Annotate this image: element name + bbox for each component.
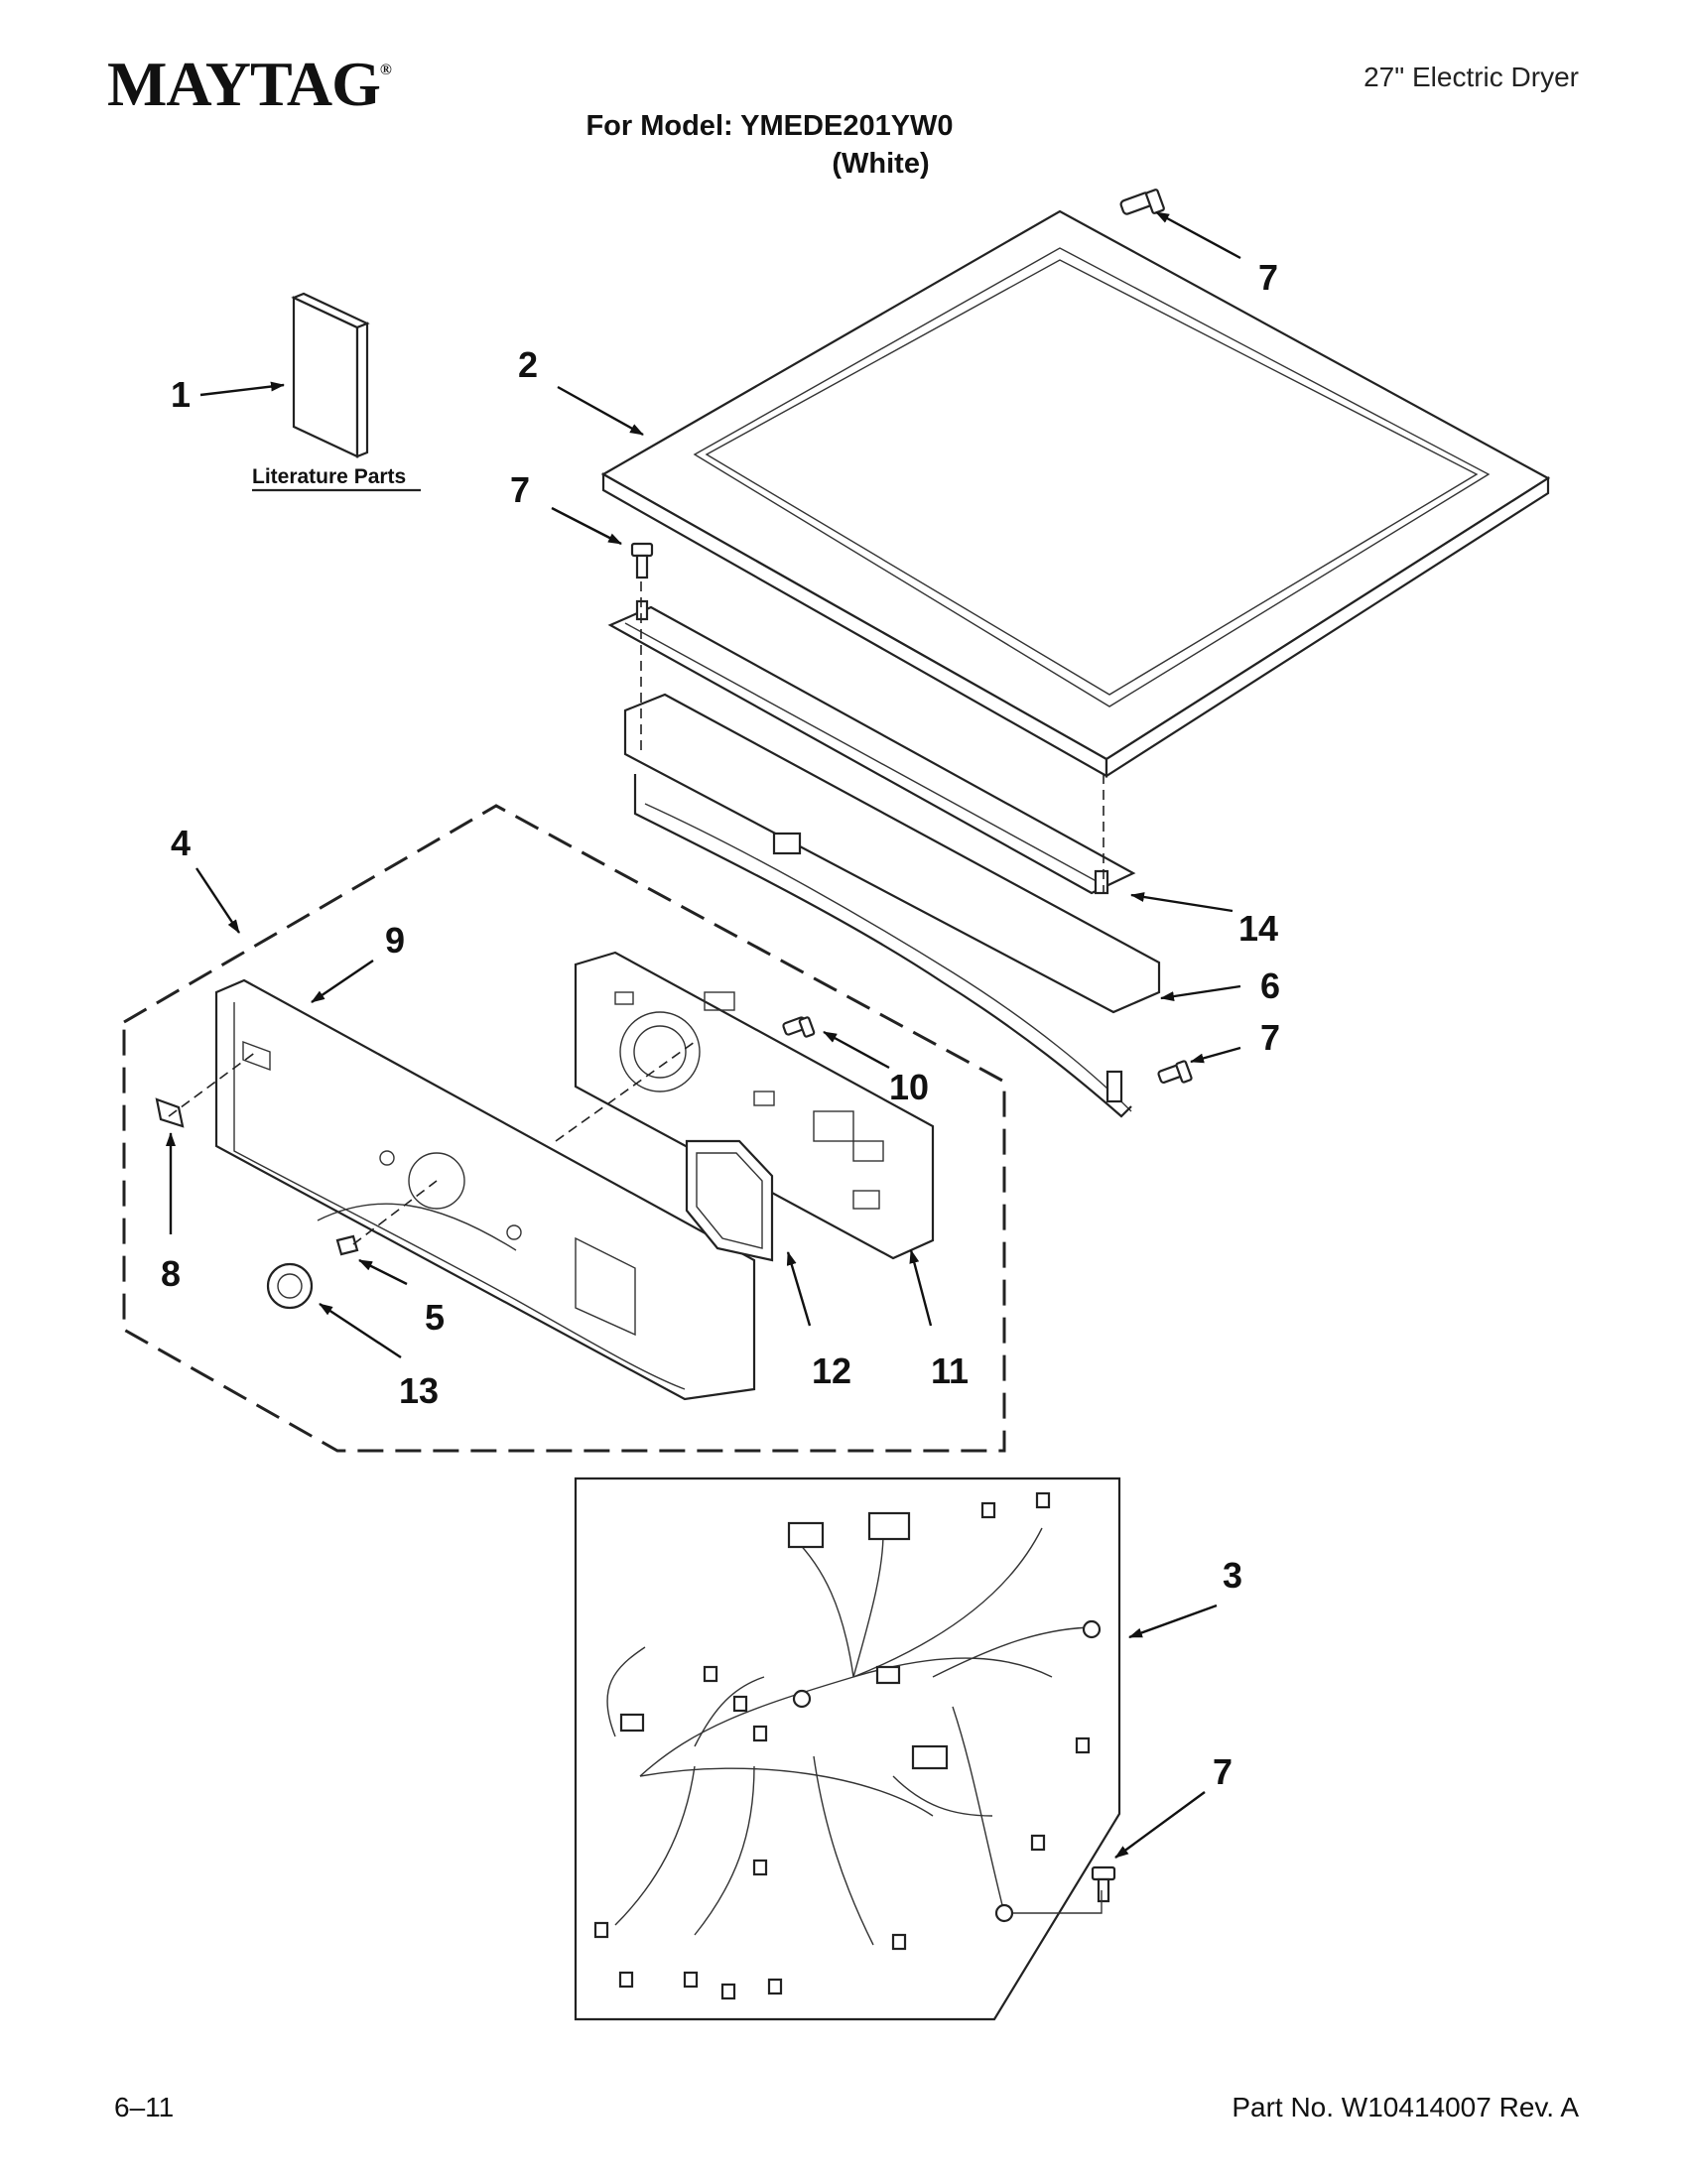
wire-harness-box [574, 1477, 1121, 2021]
callout-5: 5 [425, 1297, 445, 1338]
screw-bottom-right [1091, 1865, 1116, 1903]
button-5 [335, 1234, 359, 1256]
leader-10 [823, 1030, 890, 1070]
registered-mark: ® [379, 62, 392, 78]
leader-11 [909, 1249, 933, 1327]
callout-14: 14 [1238, 908, 1278, 949]
align-line-board [555, 1041, 696, 1142]
callout-6: 6 [1260, 965, 1280, 1006]
product-title: 27" Electric Dryer [1363, 62, 1579, 92]
callout-1: 1 [171, 374, 191, 415]
brand-name: MAYTAG [107, 49, 381, 119]
callout-7b: 7 [510, 469, 530, 510]
callout-10: 10 [889, 1067, 929, 1107]
callout-9: 9 [385, 920, 405, 961]
leader-9 [311, 960, 374, 1003]
leader-6 [1160, 984, 1241, 1002]
screw-right-middle [1157, 1060, 1193, 1084]
leader-4 [195, 867, 241, 934]
model-heading: For Model: YMEDE201YW0 (White) [0, 107, 1688, 183]
leader-14 [1130, 892, 1234, 913]
callout-8: 8 [161, 1253, 181, 1294]
leader-2 [557, 385, 644, 437]
screw-left-top [630, 542, 654, 579]
part-number: Part No. W10414007 Rev. A [1232, 2092, 1579, 2122]
console-assembly-boundary [122, 804, 1006, 1453]
top-panel [600, 209, 1551, 779]
model-line: For Model: YMEDE201YW0 [585, 110, 954, 142]
leader-7c [1190, 1046, 1241, 1064]
callout-11: 11 [931, 1350, 969, 1391]
leader-1 [199, 381, 285, 397]
electronic-control-board [574, 951, 935, 1260]
callout-13: 13 [399, 1370, 439, 1411]
console-top-bracket [607, 599, 1136, 895]
leader-7a [1155, 210, 1241, 260]
callout-7d: 7 [1213, 1751, 1233, 1792]
console-front-panel [214, 978, 756, 1401]
literature-parts-booklet [291, 292, 370, 458]
console-back-panel [623, 693, 1161, 1118]
knob-13 [266, 1262, 314, 1310]
callout-12: 12 [812, 1350, 851, 1391]
page-number: 6–11 [114, 2092, 175, 2122]
leader-7d [1114, 1791, 1206, 1859]
leader-7b [551, 506, 622, 546]
callout-3: 3 [1223, 1555, 1242, 1596]
display-lens-12 [685, 1139, 774, 1262]
leader-12 [786, 1251, 812, 1327]
button-8 [155, 1097, 185, 1128]
callout-7c: 7 [1260, 1017, 1280, 1058]
callout-7a: 7 [1258, 257, 1278, 298]
brand-logo: MAYTAG® [107, 48, 392, 121]
leader-3 [1128, 1604, 1218, 1639]
wire-harness [593, 1491, 1103, 2000]
align-line-button [168, 1051, 257, 1117]
align-line-knob [352, 1180, 438, 1245]
screw-top-right [1119, 189, 1165, 215]
control-board-screw [782, 1016, 816, 1038]
leader-5 [358, 1258, 408, 1286]
callout-2: 2 [518, 344, 538, 385]
leader-13 [319, 1302, 402, 1359]
color-line: (White) [832, 148, 930, 180]
literature-parts-label: Literature Parts [252, 465, 406, 488]
callout-4: 4 [171, 823, 191, 863]
